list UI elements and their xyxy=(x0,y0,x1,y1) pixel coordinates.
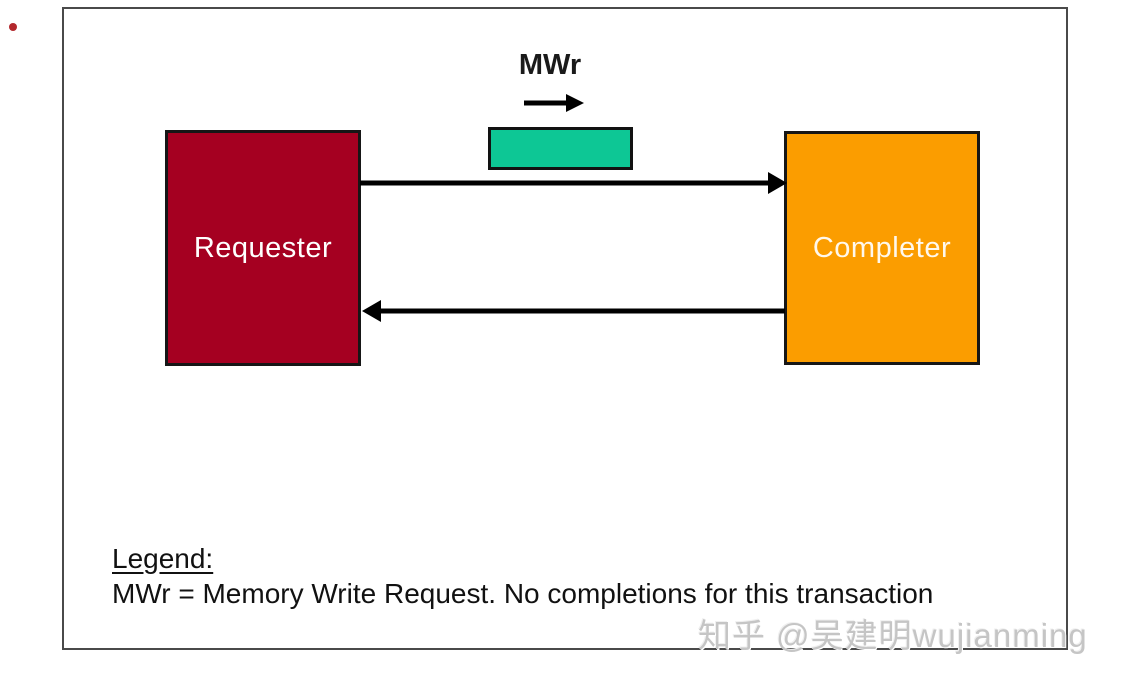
requester-box: Requester xyxy=(165,130,361,366)
mwr-flow-label: MWr xyxy=(518,49,582,81)
legend-text: MWr = Memory Write Request. No completio… xyxy=(112,578,934,609)
bullet-marker xyxy=(9,23,17,31)
watermark: 知乎 @吴建明wujianming xyxy=(698,617,1088,654)
legend-title: Legend: xyxy=(112,543,214,574)
requester-label: Requester xyxy=(193,231,333,264)
completer-label: Completer xyxy=(812,231,952,264)
completer-box: Completer xyxy=(784,131,980,365)
legend: Legend: MWr = Memory Write Request. No c… xyxy=(112,541,933,611)
tlp-packet-box xyxy=(488,127,633,170)
